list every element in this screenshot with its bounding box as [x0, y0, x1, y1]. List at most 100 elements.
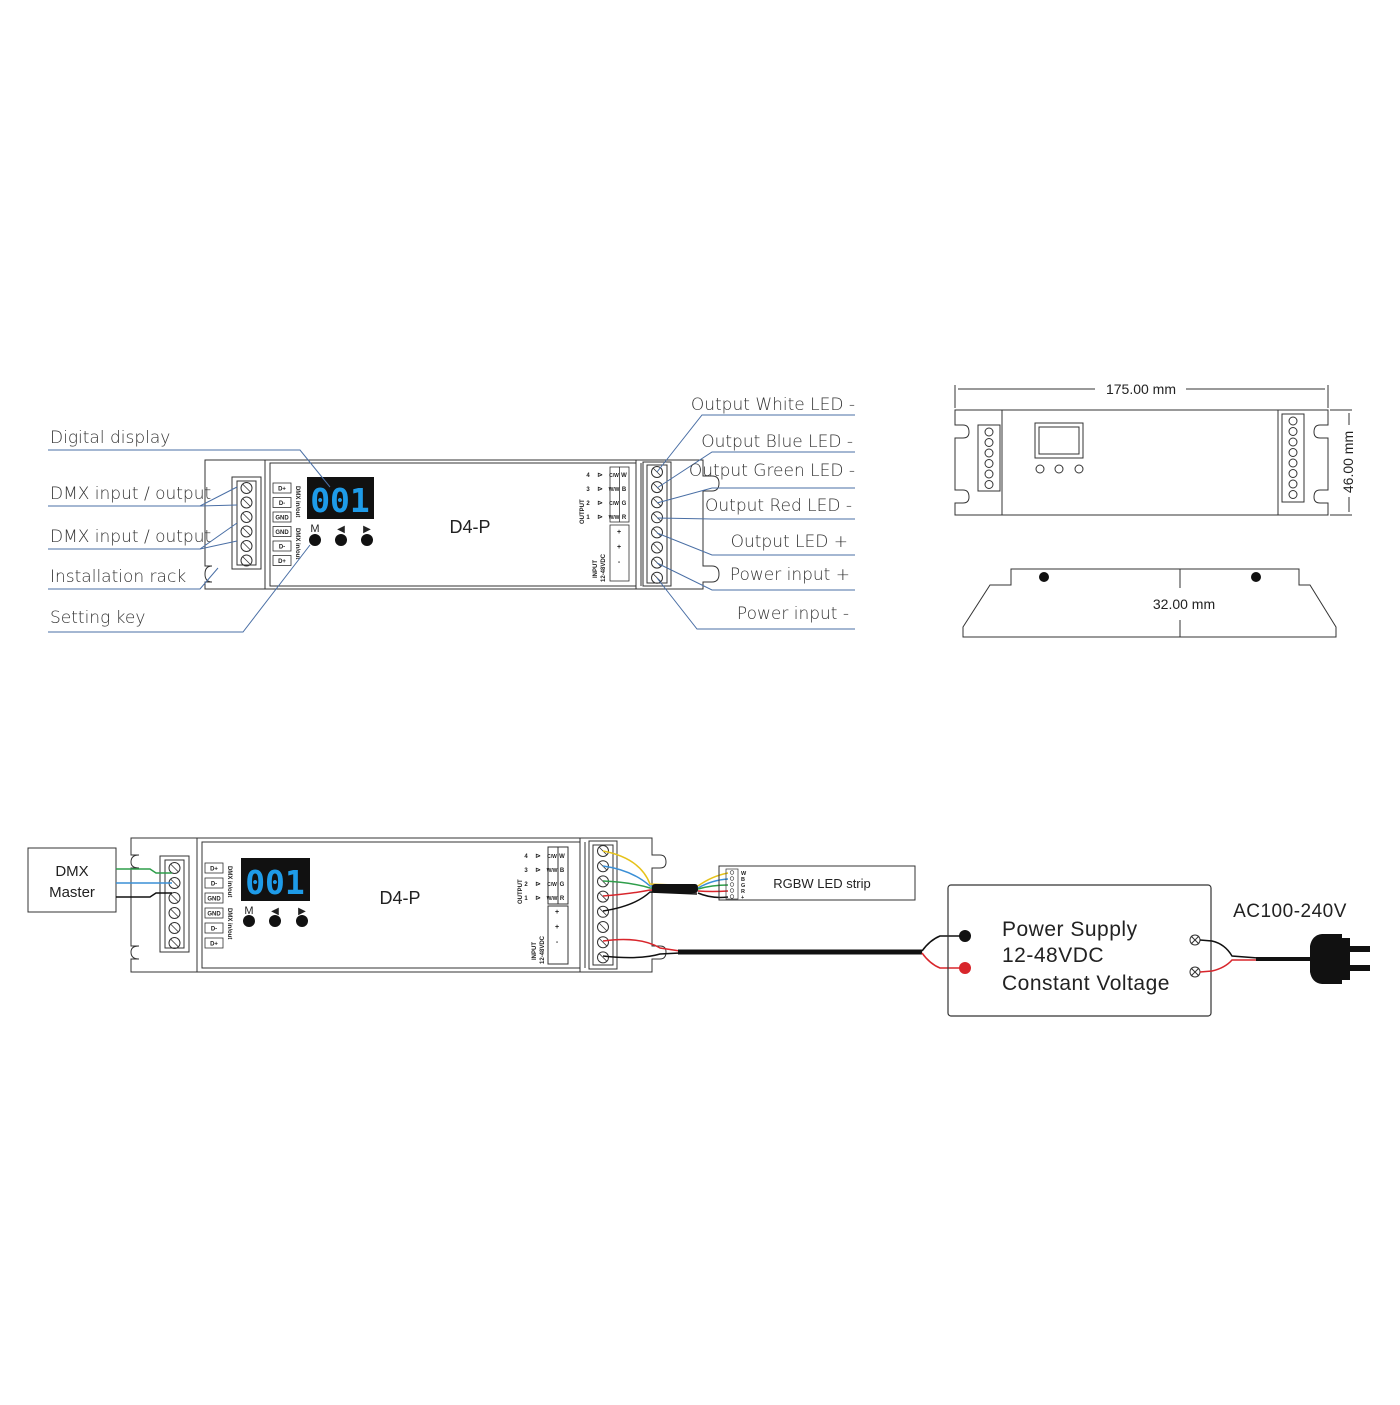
output-ww-label: W/W — [547, 868, 558, 874]
output-terminal-labels — [609, 466, 630, 582]
dmx-master-line-2: Master — [49, 884, 95, 901]
dmx-terminal-label: D- — [279, 501, 285, 507]
strip-pin-label: W — [741, 871, 747, 877]
output-wires — [602, 850, 698, 912]
setting-keys: M ◀ ▶ — [309, 523, 373, 546]
key-label-m: M — [310, 523, 319, 535]
output-labels: WC/W4⊳BW/W3⊳GC/W2⊳RW/W1⊳++- — [586, 472, 627, 566]
callout-setting-key: Setting key — [50, 608, 145, 628]
output-terminal-label: B — [560, 868, 565, 874]
led-diode-icon: ⊳ — [597, 472, 603, 479]
output-terminal-label: R — [560, 896, 565, 902]
top-view-screw — [984, 438, 994, 447]
wiring-output-labels: WC/W4⊳BW/W3⊳GC/W2⊳RW/W1⊳++- — [524, 853, 565, 946]
input-label: INPUT — [593, 560, 599, 578]
terminal-screw — [168, 907, 181, 919]
wiring-device-model: D4-P — [379, 888, 420, 908]
device-callout-diagram — [204, 459, 720, 590]
dmx-terminal-screws — [240, 482, 253, 567]
right-callouts: Output White LED - Output Blue LED - Out… — [689, 395, 855, 624]
side-view-screw-left — [1039, 572, 1049, 582]
wiring-key-right — [296, 915, 308, 927]
callout-out-white: Output White LED - — [691, 395, 855, 415]
wiring-digital-display — [241, 858, 310, 901]
terminal-screw — [651, 511, 663, 524]
callout-out-blue: Output Blue LED - — [701, 432, 853, 452]
wiring-input-voltage: 12-48VDC — [540, 935, 546, 964]
output-ww-label: C/W — [609, 501, 619, 507]
terminal-screw — [240, 525, 253, 538]
callout-power-plus: Power input + — [730, 565, 850, 585]
top-view-screw — [1288, 437, 1298, 447]
output-terminal-screws — [651, 466, 663, 584]
terminal-screw — [651, 481, 663, 494]
dmx-terminal-label: D+ — [278, 559, 286, 565]
top-view-screw — [1288, 448, 1298, 457]
device-model-label: D4-P — [449, 517, 490, 537]
terminal-screw — [240, 540, 253, 552]
output-channel-number: 4 — [586, 473, 590, 479]
terminal-screw — [651, 526, 663, 539]
wiring-key-left — [269, 915, 281, 927]
key-m-button — [309, 534, 321, 546]
psu-line-2: 12-48VDC — [1002, 944, 1104, 967]
wiring-key-m — [243, 915, 255, 927]
dmx-terminal-label: D+ — [210, 942, 218, 948]
terminal-screw — [651, 496, 663, 509]
wiring-device-outline — [130, 837, 667, 973]
top-view-screw — [984, 459, 994, 468]
output-channel-number: 1 — [586, 515, 590, 521]
output-ww-label: W/W — [609, 515, 620, 521]
top-view-screw — [1288, 416, 1298, 426]
power-wires — [602, 935, 964, 969]
dmx-terminal-label: D+ — [210, 867, 218, 873]
terminal-screw — [240, 482, 253, 494]
callout-dmx-io-2: DMX input / output — [50, 527, 211, 547]
dmx-terminal-label: D- — [211, 927, 217, 933]
psu-terminal-plus — [959, 962, 971, 974]
terminal-screw — [168, 937, 181, 949]
output-channel-number: 3 — [524, 868, 528, 874]
callout-installation-rack: Installation rack — [50, 567, 186, 587]
callout-digital-display: Digital display — [50, 428, 170, 448]
led-diode-icon: ⊳ — [597, 514, 603, 521]
wiring-input-label: INPUT — [532, 942, 538, 960]
ac-wires — [1199, 939, 1312, 973]
output-ww-label: W/W — [547, 896, 558, 902]
led-diode-icon: ⊳ — [535, 881, 541, 888]
key-label-right: ▶ — [363, 524, 371, 535]
callout-power-minus: Power input - — [737, 604, 849, 624]
wiring-key-label-left: ◀ — [271, 906, 279, 917]
callout-out-plus: Output LED + — [731, 532, 848, 552]
dim-width: 46.00 mm — [1340, 431, 1356, 493]
display-digits: 001 — [310, 481, 370, 520]
dim-length: 175.00 mm — [1106, 381, 1176, 397]
led-diode-icon: ⊳ — [597, 486, 603, 493]
output-channel-number: 3 — [586, 487, 590, 493]
terminal-screw — [240, 554, 253, 567]
dmx-terminal-label: GND — [275, 516, 289, 522]
output-label: OUTPUT — [580, 499, 586, 524]
side-view-screw-right — [1251, 572, 1261, 582]
output-ww-label: C/W — [609, 473, 619, 479]
terminal-screw — [597, 921, 609, 933]
terminal-screw — [597, 936, 609, 949]
input-terminal-label: + — [617, 529, 621, 536]
dmx-terminal-label: D+ — [278, 487, 286, 493]
output-ww-label: C/W — [547, 882, 557, 888]
psu-terminal-minus — [959, 930, 971, 942]
terminal-screw — [651, 466, 663, 478]
wiring-output-terminal-screws — [597, 845, 609, 964]
top-view-outline — [954, 385, 1352, 516]
top-view-screw — [1288, 490, 1298, 499]
output-channel-number: 4 — [524, 854, 528, 860]
device-housing — [204, 459, 720, 590]
input-terminal-label: + — [555, 924, 559, 931]
dmx-terminal-label: D- — [279, 545, 285, 551]
strip-cable-sheath — [652, 884, 698, 893]
strip-pin-label: + — [741, 895, 744, 901]
dmx-terminal-block — [231, 476, 262, 570]
top-view-screw — [984, 448, 994, 458]
terminal-screw — [597, 845, 609, 857]
